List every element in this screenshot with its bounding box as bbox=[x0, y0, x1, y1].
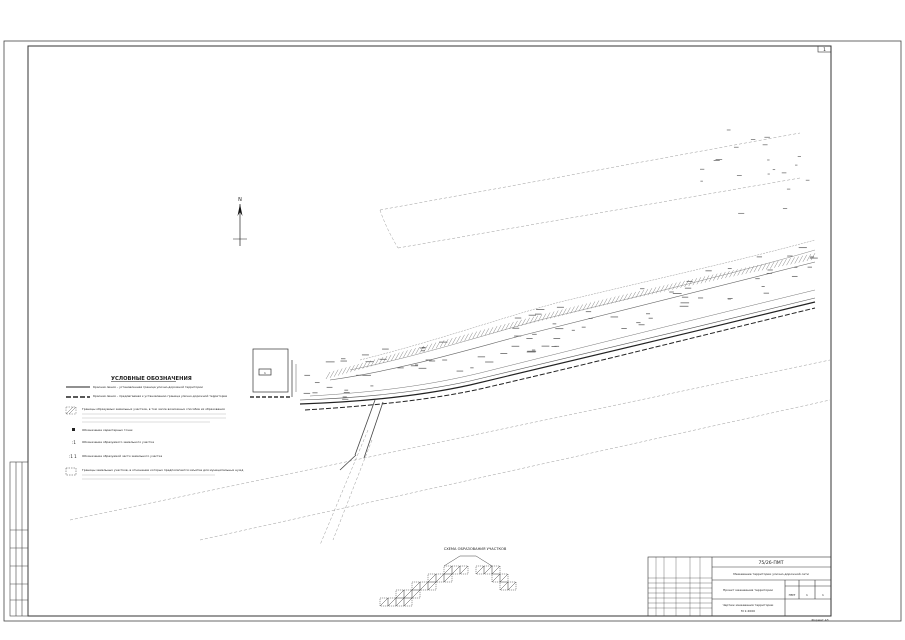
legend-symbol-dotcross: :1 1 bbox=[69, 454, 77, 459]
title-drawing: Чертеж межевания территории bbox=[723, 603, 774, 607]
survey-lines bbox=[69, 132, 831, 546]
title-project: Межевание территории улично-дорожной сет… bbox=[733, 572, 809, 576]
title-stage: ПМТ bbox=[789, 593, 796, 597]
sheet-number: 1 bbox=[823, 47, 826, 53]
parcel-scheme: СХЕМА ОБРАЗОВАНИЯ УЧАСТКОВ bbox=[379, 547, 517, 607]
title-object: Проект межевания территории bbox=[723, 588, 773, 592]
red-line-proposed bbox=[304, 307, 816, 411]
title-block bbox=[647, 556, 832, 617]
title-scale: М 1:2000 bbox=[741, 609, 755, 613]
legend-item-text: Границы образуемых земельных участков, в… bbox=[82, 407, 225, 411]
north-arrow-letter: N bbox=[238, 197, 242, 203]
legend-symbol-cross: :1 bbox=[72, 440, 76, 445]
legend-item-text: Обозначение характерных точек bbox=[82, 428, 133, 432]
road-corridor bbox=[299, 239, 816, 411]
scheme-label: СХЕМА ОБРАЗОВАНИЯ УЧАСТКОВ bbox=[444, 547, 507, 551]
legend-symbol-hatch bbox=[65, 406, 77, 415]
red-line-established bbox=[299, 301, 816, 405]
slope-hatching bbox=[325, 253, 816, 380]
legend-item-text: Красная линия – установленная граница ул… bbox=[93, 385, 203, 389]
title-format: Формат А3 bbox=[811, 618, 828, 622]
legend-item-text: Границы земельных участков, в отношении … bbox=[82, 468, 243, 472]
outer-frame bbox=[3, 40, 902, 622]
legend-item-text: Обозначение образуемой части земельного … bbox=[82, 454, 162, 458]
title-sheet: 1 bbox=[806, 593, 808, 597]
survey-marks bbox=[303, 129, 818, 400]
legend: УСЛОВНЫЕ ОБОЗНАЧЕНИЯ :1 :1 1 Красная лин… bbox=[65, 376, 243, 480]
title-code: 75/26-ПМТ bbox=[758, 560, 783, 566]
legend-symbol-square bbox=[72, 428, 75, 431]
legend-symbol-box bbox=[65, 467, 77, 476]
sheet-number-box bbox=[817, 45, 832, 53]
title-sheets: 1 bbox=[822, 593, 824, 597]
cross-street bbox=[339, 399, 384, 471]
legend-item-text: Красная линия – предлагаемая к установле… bbox=[93, 394, 227, 398]
building-label: 1 bbox=[264, 371, 266, 375]
side-stamp bbox=[9, 461, 29, 617]
inner-frame bbox=[27, 45, 832, 617]
north-arrow: N bbox=[233, 197, 247, 246]
legend-item-text: Обозначение образуемого земельного участ… bbox=[82, 440, 154, 444]
building-block bbox=[250, 348, 297, 398]
legend-title: УСЛОВНЫЕ ОБОЗНАЧЕНИЯ bbox=[111, 376, 192, 382]
